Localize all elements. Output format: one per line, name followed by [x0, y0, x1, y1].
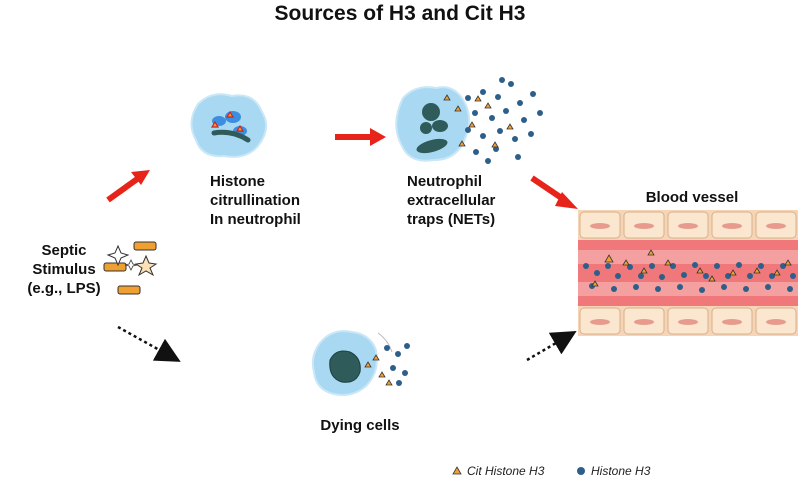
diagram-title: Sources of H3 and Cit H3	[274, 2, 526, 25]
cit-histone-legend-marker	[452, 466, 462, 475]
stimulus-label: Septic Stimulus (e.g., LPS)	[27, 242, 101, 297]
nets-label: Neutrophil extracellular traps (NETs)	[407, 173, 496, 228]
dying-cell-icon	[311, 330, 410, 396]
neutrophil-icon	[190, 93, 268, 158]
citrullination-label: Histone citrullination In neutrophil	[210, 173, 301, 228]
histone-legend-marker	[577, 467, 585, 475]
blood-vessel-icon	[578, 210, 798, 336]
red-arrow-to-nets	[335, 128, 386, 146]
red-arrow-to-vessel	[530, 175, 578, 209]
dotted-arrow-to-vessel	[526, 330, 577, 362]
cit-histone-legend-label: Cit Histone H3	[467, 464, 545, 478]
dying-cells-label: Dying cells	[320, 417, 400, 434]
lps-stimulus-icon	[103, 241, 158, 295]
red-arrow-to-citrullination	[106, 170, 150, 203]
blood-vessel-label: Blood vessel	[645, 189, 739, 206]
net-cell-icon	[395, 77, 543, 164]
histone-legend-label: Histone H3	[591, 464, 651, 478]
dotted-arrow-to-dying-cells	[117, 325, 181, 362]
